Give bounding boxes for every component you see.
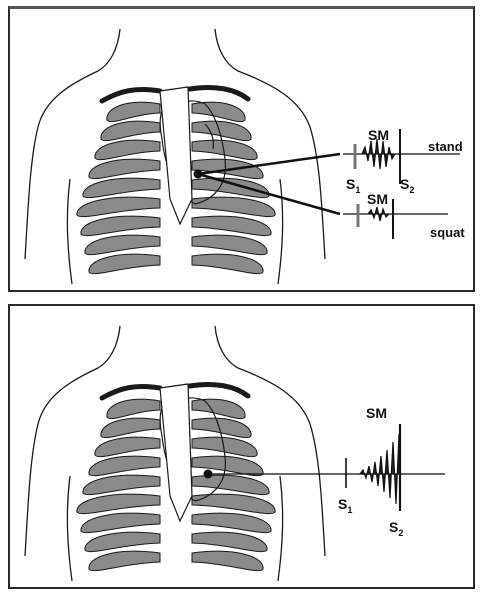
rib-left <box>89 159 160 178</box>
squat-label: squat <box>430 225 465 240</box>
s2-label: S2 <box>389 519 403 538</box>
rib-left <box>77 197 160 216</box>
rib-right <box>192 216 271 235</box>
rib-left <box>101 418 160 437</box>
clavicle <box>102 386 160 398</box>
rib-left <box>89 254 160 273</box>
diagram-panel-standing-squatting: SM S1 S2 stand SM squat <box>8 6 475 292</box>
rib-left <box>107 102 160 121</box>
rib-left <box>89 456 160 475</box>
rib-left <box>95 437 160 456</box>
chest-diagram-top: SM S1 S2 stand SM squat <box>10 9 473 290</box>
clavicle <box>190 87 248 99</box>
rib-left <box>95 140 160 159</box>
s1-label: S1 <box>338 496 352 515</box>
systolic-murmur-squat <box>368 207 389 221</box>
rib-left <box>83 178 160 197</box>
sm-label: SM <box>366 405 387 421</box>
rib-right <box>192 399 245 418</box>
rib-right <box>192 254 263 273</box>
rib-right <box>192 178 269 197</box>
systolic-murmur-stand <box>362 139 395 169</box>
systolic-murmur-crescendo <box>360 434 400 504</box>
rib-left <box>107 399 160 418</box>
sm-label-squat: SM <box>367 191 388 207</box>
rib-right <box>192 475 269 494</box>
chest-diagram-bottom: SM S1 S2 <box>10 306 473 587</box>
rib-left <box>89 551 160 570</box>
rib-left <box>81 513 160 532</box>
rib-right <box>192 513 271 532</box>
sm-label-stand: SM <box>368 127 389 143</box>
rib-left <box>83 475 160 494</box>
s1-label-stand: S1 <box>346 176 360 195</box>
rib-right <box>192 235 267 254</box>
rib-left <box>81 216 160 235</box>
rib-right <box>192 102 245 121</box>
stand-label: stand <box>428 139 463 154</box>
rib-right <box>192 456 263 475</box>
rib-left <box>101 121 160 140</box>
diagram-panel-valsalva: SM S1 S2 <box>8 304 475 589</box>
rib-left <box>77 494 160 513</box>
clavicle <box>190 384 248 396</box>
rib-left <box>85 235 160 254</box>
s2-label-stand: S2 <box>400 176 414 195</box>
rib-right <box>192 551 263 570</box>
clavicle <box>102 89 160 101</box>
phonocardiogram-strain <box>346 424 400 511</box>
rib-left <box>85 532 160 551</box>
rib-right <box>192 532 267 551</box>
